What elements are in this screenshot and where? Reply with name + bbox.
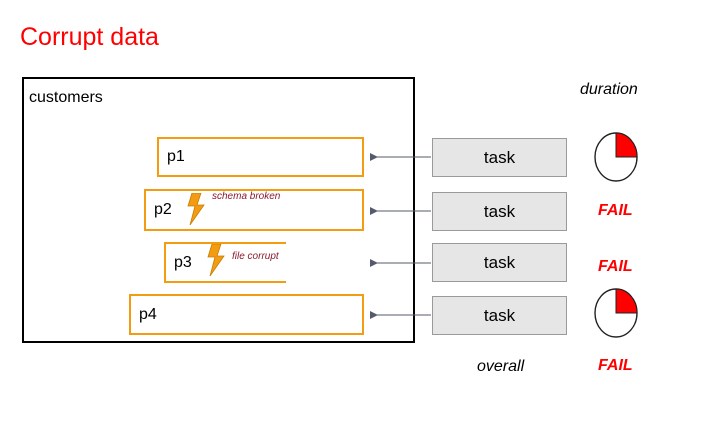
task-label: task [483, 305, 516, 325]
overall-label: overall [477, 358, 525, 375]
task-box-1: task [432, 138, 567, 177]
partition-label: p3 [174, 253, 192, 271]
task-label: task [483, 201, 516, 221]
table-container [22, 77, 415, 343]
partition-label: p4 [139, 305, 157, 323]
lightning-bolt-icon [207, 244, 225, 276]
partition-p1: p1 [157, 137, 364, 177]
task-arrows [370, 153, 431, 319]
task-status-fail-3: FAIL [598, 258, 633, 275]
table-label: customers [29, 89, 103, 106]
task-box-3: task [432, 243, 567, 282]
task-box-4: task [432, 296, 567, 335]
duration-pie-1 [594, 132, 638, 182]
overall-status: FAIL [598, 357, 633, 374]
task-label: task [483, 147, 516, 167]
task-label: task [483, 252, 516, 272]
duration-pie-4 [594, 288, 638, 338]
pie-slice [615, 288, 638, 314]
partition-label: p2 [154, 201, 172, 218]
pie-slice [615, 132, 638, 158]
partition-label: p1 [167, 148, 185, 165]
partition-p2: p2 [144, 189, 364, 231]
partition-p3: p3 [164, 242, 286, 283]
task-status-fail-2: FAIL [598, 202, 633, 219]
page-title: Corrupt data [20, 23, 159, 51]
partition-p4: p4 [129, 294, 364, 335]
lightning-bolt-icon [187, 193, 205, 225]
task-box-2: task [432, 192, 567, 231]
partition-note: schema broken [212, 191, 281, 202]
partition-note: file corrupt [232, 251, 279, 262]
duration-header: duration [580, 81, 638, 98]
